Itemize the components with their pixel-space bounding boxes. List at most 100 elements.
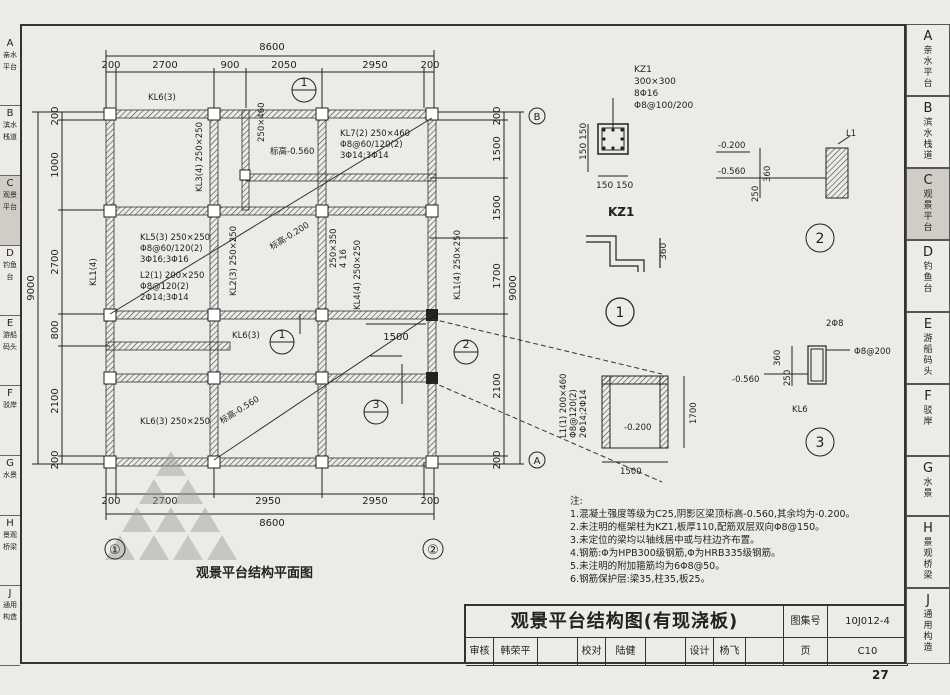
dim-right-3: 1700 [492,263,503,288]
beam-label-14: 4 16 [339,249,349,268]
note-line-5: 5.未注明的附加箍筋均为6Φ8@50。 [570,561,725,572]
checker-signature [646,638,686,666]
dim-bottom-total: 8600 [259,518,284,529]
dim-right-1: 1500 [492,136,503,161]
dim-left-0: 200 [50,106,61,125]
beam-col-3 [317,109,327,467]
beam-kl7 [245,173,437,182]
beam-label-19: 250×460 [257,102,267,142]
dim-right-total: 9000 [508,275,519,300]
beam-label-5: KL5(3) 250×250 [140,233,210,243]
beam-label-0: KL6(3) [148,93,176,103]
l1-dim-h: 1500 [620,467,642,477]
designer-name: 杨飞 [714,638,746,666]
beam-label-22: 标高-0.560 [218,394,261,427]
kz1-size: 300×300 [634,77,676,87]
beam-label-9: Φ8@120(2) [140,282,189,292]
drawing-frame [20,24,906,664]
detail-3-mark: 3 [816,435,825,451]
dim-left-4: 2100 [50,388,61,413]
page-number: 27 [872,668,889,682]
beam-kl3 [241,109,250,211]
beam-row-5 [105,373,437,383]
dim-bottom-3: 2950 [362,496,387,507]
detail-3-elev: -0.560 [732,375,759,385]
kz1-dim-h2: 150 [616,181,633,191]
detail-3-top: 2Φ8 [826,319,844,329]
plan-section-mark-1a: 1 [301,76,308,89]
axis-2-label: ② [427,543,439,558]
detail-1-profile [586,235,645,272]
beam-label-20: 标高-0.560 [270,146,314,157]
beam-right [427,109,437,467]
detail-3-kl6: KL6 [792,405,808,415]
kz1-dim-v1: 150 [579,123,589,140]
l1-elev: -0.200 [624,423,651,433]
dim-top-total: 8600 [259,42,284,53]
dim-left-3: 800 [50,320,61,339]
l1-stirrup: Φ8@120(2) [569,389,579,438]
dim-bottom-2: 2950 [255,496,280,507]
dim-left-1: 1000 [50,152,61,177]
beam-top [105,109,437,119]
page-code: C10 [828,638,908,666]
note-line-3: 3.未定位的梁均以轴线居中或与柱边齐布置。 [570,535,760,546]
beam-label-12: KL2(3) 250×250 [229,226,239,296]
detail-1-dim: 360 [659,243,669,260]
plan-caption: 观景平台结构平面图 [196,566,314,581]
l1-label: L1(1) 200×460 [559,374,569,438]
dim-left-5: 200 [50,450,61,469]
beam-label-2: Φ8@60/120(2) [340,140,403,150]
dim-right-4: 2100 [492,373,503,398]
detail-2-dim1: 250 [751,186,761,202]
dim-top-2: 900 [220,60,239,71]
beam-label-21: 标高-0.200 [268,220,311,253]
dim-bottom-1: 2700 [152,496,177,507]
page-label: 页 [784,638,828,666]
beam-label-17: KL6(3) [232,331,260,341]
beam-label-8: L2(1) 200×250 [140,271,204,281]
detail-3-dim1: 250 [783,370,793,386]
dim-top-0: 200 [101,60,120,71]
l1-dim-v: 1700 [689,402,699,424]
beam-label-3: 3Φ14;3Φ14 [340,151,389,161]
beam-label-1: KL7(2) 250×460 [340,129,410,139]
dim-right-5: 200 [492,450,503,469]
atlas-number: 10J012-4 [828,606,908,638]
atlas-label: 图集号 [784,606,828,638]
detail-2-elev2: -0.560 [718,167,745,177]
beam-row-3 [105,310,437,320]
detail-2-l1: L1 [846,129,856,139]
note-line-2: 2.未注明的框架柱为KZ1,板厚110,配筋双层双向Φ8@150。 [570,522,825,533]
slope-line-2 [213,313,433,461]
detail-2-dim2: 360 [763,166,773,182]
note-line-4: 4.钢筋:Φ为HPB300级钢筋,Φ为HRB335级钢筋。 [570,548,781,559]
drawing-title: 观景平台结构图(有现浇板) [466,606,784,638]
reviewer-name: 韩荣平 [494,638,538,666]
l1-bars: 2Φ14;2Φ14 [579,389,589,438]
note-line-1: 1.混凝土强度等级为C25,阴影区梁顶标高-0.560,其余均为-0.200。 [570,509,856,520]
axis-a-circle [528,451,546,469]
reviewer-signature [538,638,578,666]
dim-bottom-4: 200 [420,496,439,507]
